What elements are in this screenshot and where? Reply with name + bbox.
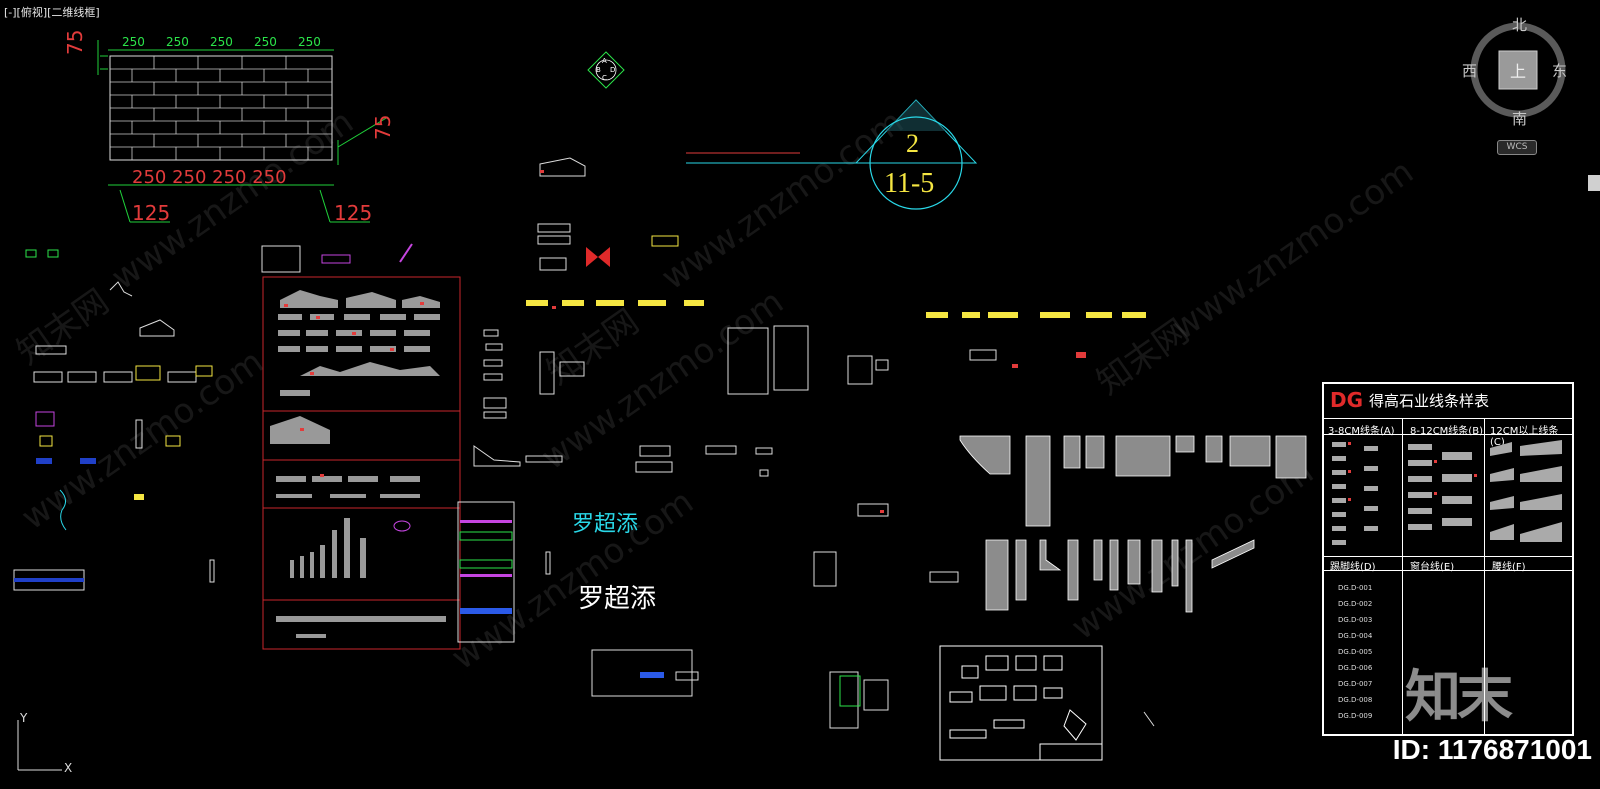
profile-shapes bbox=[270, 290, 446, 638]
center-details bbox=[261, 157, 1155, 729]
watermark-logo: 知末 bbox=[1405, 665, 1513, 730]
legend-item: DG.D-002 bbox=[1338, 600, 1373, 608]
navcube-south[interactable]: 南 bbox=[1512, 110, 1528, 128]
legend-section: 踢脚线(D) bbox=[1330, 562, 1376, 573]
navcube-north[interactable]: 北 bbox=[1512, 16, 1528, 34]
dim-label: 75 bbox=[371, 115, 395, 140]
svg-text:D: D bbox=[610, 66, 615, 74]
dim-label: 250 bbox=[166, 35, 189, 49]
legend-item: DG.D-009 bbox=[1338, 712, 1373, 720]
brick-elevation: 250 250 250 250 250 250 250 250 250 75 7… bbox=[63, 30, 395, 225]
dim-label: 125 bbox=[132, 201, 170, 225]
svg-text:B: B bbox=[596, 66, 601, 74]
legend-item: DG.D-004 bbox=[1338, 632, 1373, 640]
legend-item: DG.D-007 bbox=[1338, 680, 1373, 688]
legend-section: 窗台线(E) bbox=[1410, 562, 1455, 573]
navcube[interactable]: 北 南 东 西 上 bbox=[1462, 14, 1568, 136]
dim-label: 250 250 250 250 bbox=[132, 167, 287, 188]
legend-column: 8-12CM线条(B) bbox=[1410, 426, 1483, 437]
navcube-east[interactable]: 东 bbox=[1552, 62, 1568, 80]
navcube-top-face[interactable]: 上 bbox=[1510, 62, 1527, 81]
compass-marker: A B C D bbox=[587, 51, 625, 89]
legend-section: 腰线(F) bbox=[1492, 562, 1526, 573]
legend-swatches bbox=[1332, 440, 1562, 545]
right-profiles bbox=[959, 435, 1307, 613]
detail-sheet bbox=[939, 645, 1103, 761]
dim-label: 125 bbox=[334, 201, 372, 225]
wcs-menu[interactable]: WCS bbox=[1497, 140, 1537, 155]
dim-label: 250 bbox=[210, 35, 233, 49]
designer-name-white: 罗超添 bbox=[578, 584, 657, 614]
section-number: 2 bbox=[906, 129, 919, 158]
legend-column: 12CM以上线条(C) bbox=[1490, 426, 1559, 448]
navcube-west[interactable]: 西 bbox=[1462, 62, 1478, 80]
legend-item: DG.D-006 bbox=[1338, 664, 1373, 672]
legend-item: DG.D-003 bbox=[1338, 616, 1373, 624]
scrollbar-thumb[interactable] bbox=[1588, 175, 1600, 191]
legend-panel: DG 得高石业线条样表 3-8CM线条(A) 8-12CM线条(B) 12CM以… bbox=[1322, 382, 1574, 736]
asset-id: ID: 1176871001 bbox=[1392, 734, 1592, 765]
svg-text:A: A bbox=[602, 57, 607, 65]
legend-logo: DG bbox=[1330, 388, 1364, 412]
dim-label: 250 bbox=[254, 35, 277, 49]
section-marker: 2 11-5 bbox=[686, 99, 978, 210]
section-sheet: 11-5 bbox=[884, 168, 934, 199]
profile-table bbox=[262, 276, 461, 650]
profile-accents bbox=[284, 302, 424, 477]
dim-label: 250 bbox=[122, 35, 145, 49]
legend-title: 得高石业线条样表 bbox=[1369, 392, 1490, 410]
viewport-label[interactable]: [-][俯视][二维线框] bbox=[4, 6, 100, 19]
legend-column: 3-8CM线条(A) bbox=[1328, 426, 1395, 437]
svg-text:C: C bbox=[602, 74, 607, 82]
dim-label: 75 bbox=[63, 30, 87, 55]
svg-text:X: X bbox=[64, 761, 72, 775]
legend-item: DG.D-008 bbox=[1338, 696, 1373, 704]
legend-item: DG.D-005 bbox=[1338, 648, 1373, 656]
designer-name-cyan: 罗超添 bbox=[572, 512, 639, 537]
legend-item: DG.D-001 bbox=[1338, 584, 1373, 592]
left-details bbox=[13, 249, 215, 591]
ucs-icon: Y X bbox=[17, 711, 72, 775]
svg-text:Y: Y bbox=[19, 711, 28, 725]
dim-label: 250 bbox=[298, 35, 321, 49]
